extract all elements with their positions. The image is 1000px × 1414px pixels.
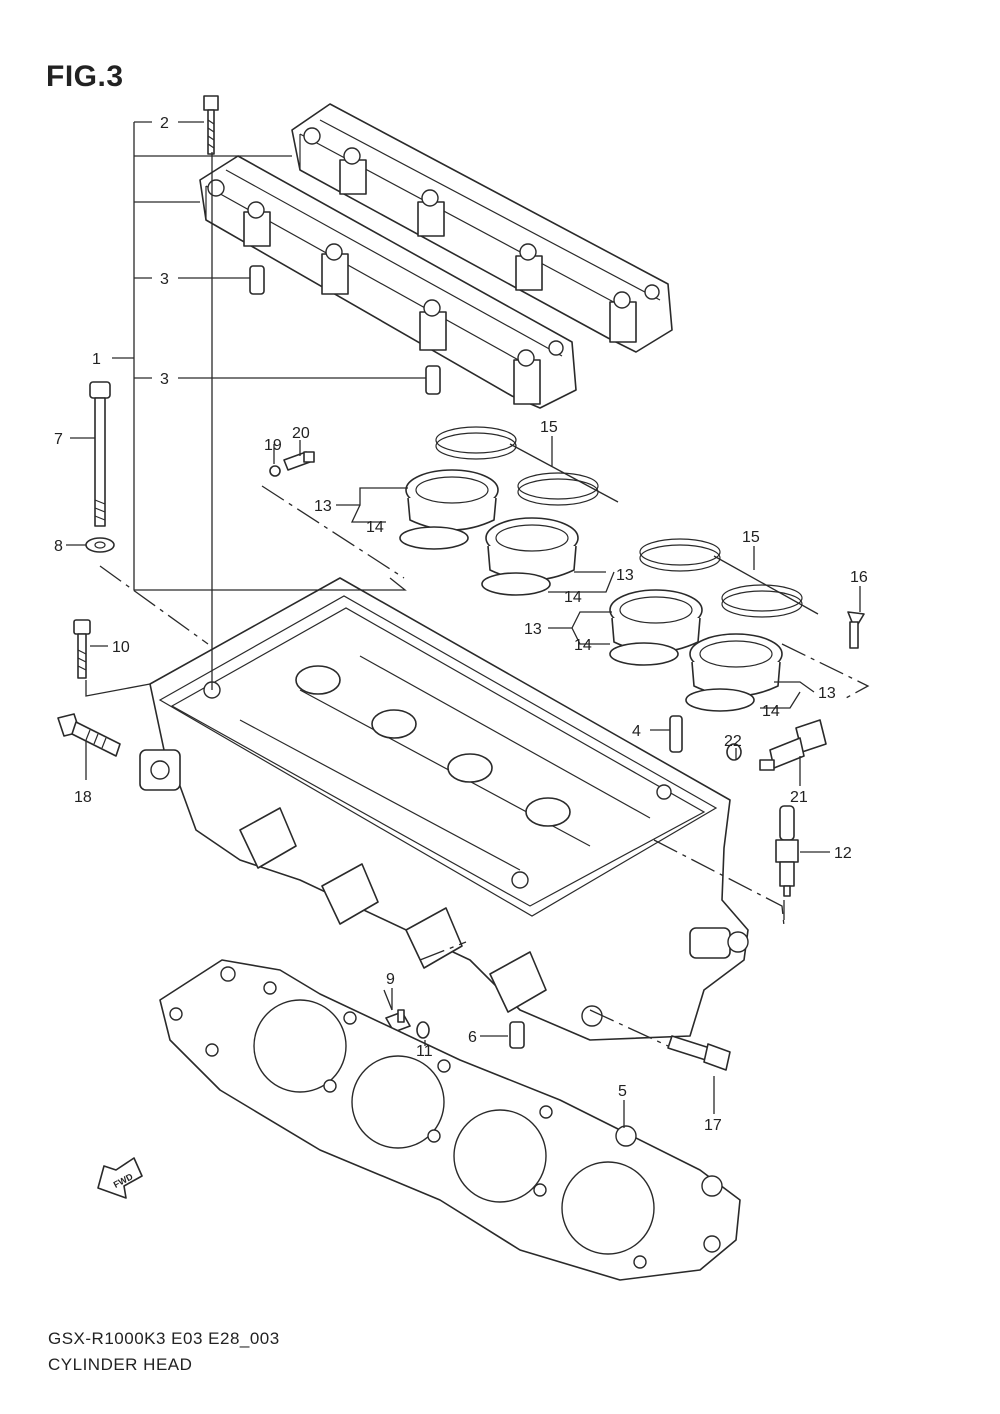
cylinder-head-bolt-18 [57, 713, 121, 757]
callout-19: 19 [264, 437, 282, 454]
model-code: GSX-R1000K3 E03 E28_003 [48, 1329, 280, 1348]
callout-5: 5 [618, 1083, 627, 1100]
o-ring-22 [726, 743, 742, 761]
callout-11: 11 [416, 1043, 433, 1060]
callout-15-a: 15 [540, 419, 558, 436]
camshaft-holder-lower [199, 155, 577, 409]
callout-3-lower: 3 [160, 371, 169, 388]
washer-11 [416, 1021, 430, 1039]
callout-3-upper: 3 [160, 271, 169, 288]
dowel-pin-6 [509, 1021, 525, 1049]
callout-2: 2 [160, 115, 169, 132]
callout-leader-lines [66, 121, 861, 1128]
callout-14-a: 14 [366, 519, 384, 536]
o-ring-19 [269, 465, 281, 477]
callout-15-b: 15 [742, 529, 760, 546]
bolt-9 [385, 1009, 411, 1033]
callout-1: 1 [92, 351, 101, 368]
callout-7: 7 [54, 431, 63, 448]
intake-pipe-3 [609, 589, 703, 653]
callout-14-d: 14 [762, 703, 780, 720]
cylinder-head-washer [85, 537, 115, 553]
callout-8: 8 [54, 538, 63, 555]
callout-18: 18 [74, 789, 92, 806]
callout-14-c: 14 [574, 637, 592, 654]
intake-pipe-2 [485, 517, 579, 581]
callout-4: 4 [632, 723, 641, 740]
callout-13-a: 13 [314, 498, 332, 515]
o-ring-14-1 [399, 526, 469, 550]
callout-20: 20 [292, 425, 310, 442]
forward-direction-arrow: FWD [97, 1157, 143, 1199]
o-ring-14-2 [481, 572, 551, 596]
temperature-sensor-21 [759, 719, 827, 771]
alignment-dashed-lines [99, 485, 870, 1047]
bolt-17 [667, 1035, 731, 1071]
callout-17: 17 [704, 1117, 722, 1134]
camshaft-holder-bolt [203, 95, 219, 155]
callout-22: 22 [724, 733, 742, 750]
figure-title: FIG.3 [46, 60, 124, 93]
callout-13-d: 13 [818, 685, 836, 702]
callout-6: 6 [468, 1029, 477, 1046]
dowel-pin-upper [249, 265, 265, 295]
callout-numbers: 1 2 3 3 4 5 6 7 8 9 10 11 12 13 13 13 13… [54, 115, 868, 1134]
intake-pipe-1 [405, 469, 499, 531]
cylinder-head-bolt-10 [73, 619, 91, 679]
cylinder-head-bolt-long [89, 381, 111, 527]
screw-16 [847, 611, 865, 649]
callout-13-b: 13 [616, 567, 634, 584]
intake-pipe-4 [689, 633, 783, 697]
intake-clamp-15-front [435, 426, 619, 506]
cylinder-head-gasket [159, 959, 741, 1281]
callout-9: 9 [386, 971, 395, 988]
o-ring-14-4 [685, 688, 755, 712]
camshaft-holder-upper [291, 103, 673, 353]
dowel-pin-lower [425, 365, 441, 395]
callout-16: 16 [850, 569, 868, 586]
fitting-20 [283, 451, 315, 471]
callout-12: 12 [834, 845, 852, 862]
callout-13-c: 13 [524, 621, 542, 638]
intake-clamp-15-rear [639, 538, 819, 618]
diagram-name: CYLINDER HEAD [48, 1355, 193, 1374]
spark-plug-12 [775, 805, 799, 897]
o-ring-14-3 [609, 642, 679, 666]
callout-21: 21 [790, 789, 808, 806]
dowel-pin-4 [669, 715, 683, 753]
callout-14-b: 14 [564, 589, 582, 606]
callout-10: 10 [112, 639, 130, 656]
